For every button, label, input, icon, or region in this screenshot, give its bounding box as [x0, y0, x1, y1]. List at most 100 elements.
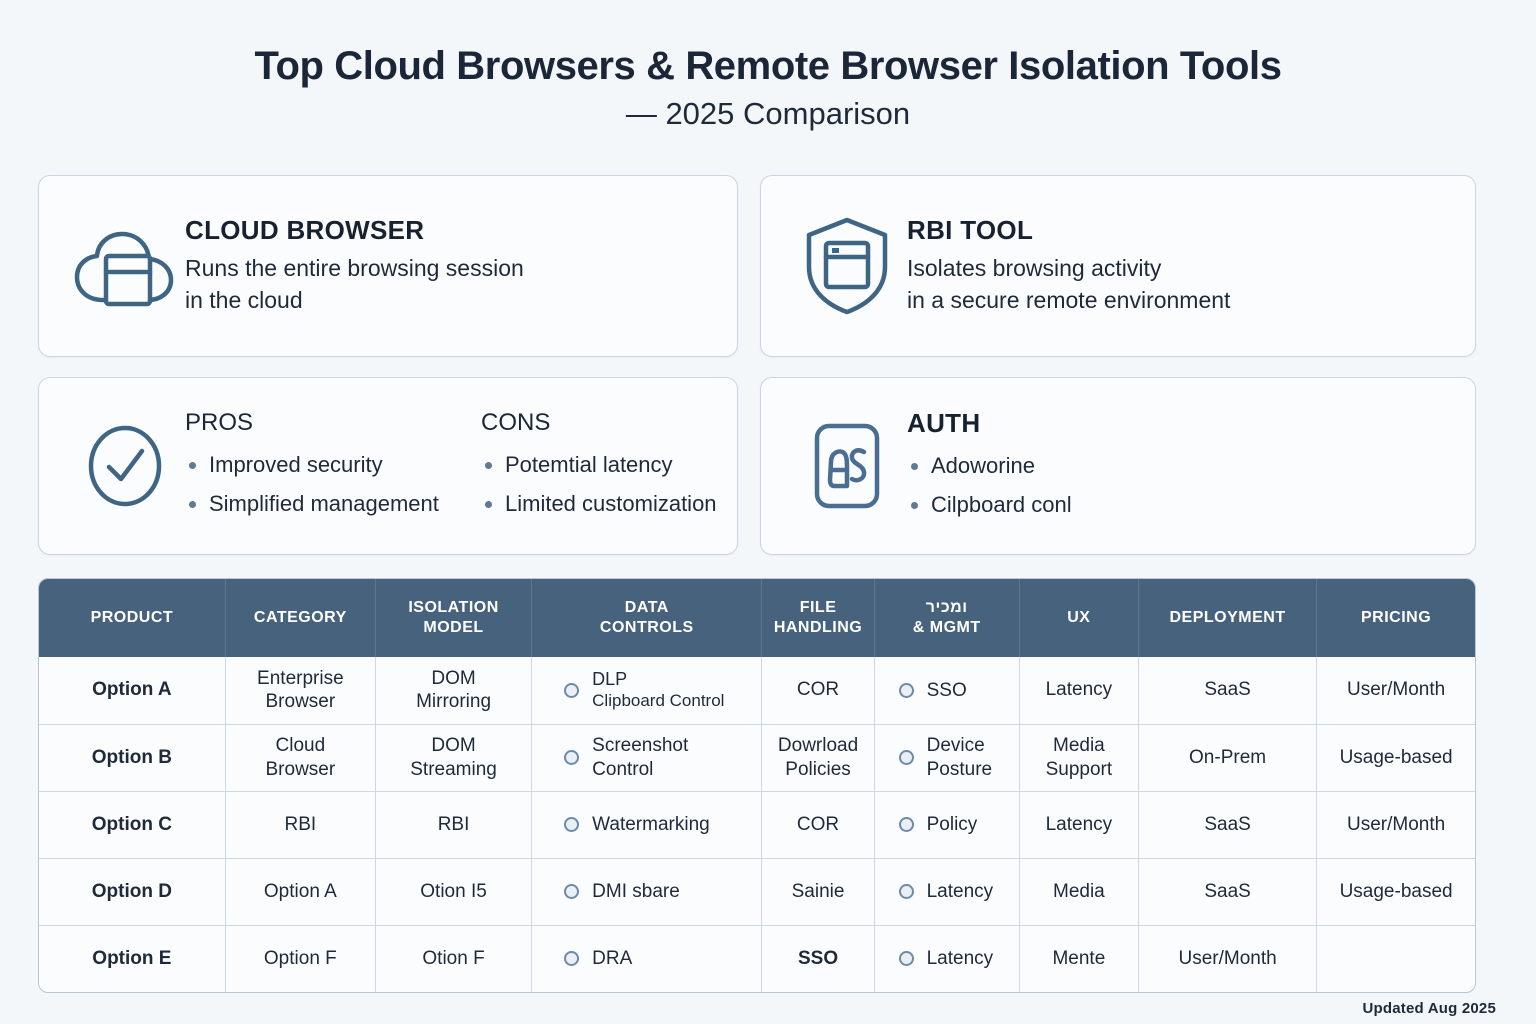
cell-line-1: Latency — [1045, 679, 1113, 701]
cons-list: Potemtial latency Limited customization — [481, 446, 761, 523]
cell-isolation-model: Otion F — [375, 924, 533, 992]
cell-line-1: DRA — [592, 948, 633, 970]
status-dot-icon — [898, 883, 914, 899]
shield-browser-icon — [787, 215, 907, 317]
column-header-mgmt[interactable]: ומכיר & MGMT — [874, 579, 1020, 657]
column-header-deployment[interactable]: DEPLOYMENT — [1138, 579, 1318, 657]
status-dot-icon — [564, 750, 580, 765]
column-header-pricing[interactable]: PRICING — [1316, 579, 1475, 657]
cell-data-controls: DMI sbare — [531, 857, 763, 925]
table-row[interactable]: Option A Enterprise Browser DOM Mirrorin… — [39, 657, 1475, 724]
table-row[interactable]: Option C RBI RBI Watermarking COR Policy — [39, 790, 1475, 858]
cell-deployment: SaaS — [1138, 790, 1318, 858]
cell-line-1: Policy — [926, 813, 978, 835]
cell-line-2: Control — [592, 758, 654, 780]
cell-line-1: DOM — [431, 667, 476, 689]
cell-data-controls: Screenshot Control — [531, 723, 763, 791]
cell-category: Cloud Browser — [225, 723, 376, 791]
card-description-line-2: in the cloud — [185, 287, 303, 313]
cell-deployment: SaaS — [1138, 657, 1318, 724]
card-heading: AUTH — [907, 407, 981, 438]
cell-line-2: Posture — [926, 758, 993, 780]
cell-ux: Latency — [1019, 790, 1139, 858]
list-item: Cilpboard conl — [907, 485, 1449, 524]
cell-product: Option C — [39, 790, 226, 858]
table-row[interactable]: Option B Cloud Browser DOM Streaming Scr… — [39, 723, 1475, 791]
cell-product: Option D — [39, 857, 226, 925]
cell-isolation-model: Otion I5 — [375, 857, 533, 925]
cell-ux: Media Support — [1019, 723, 1139, 791]
page-header: Top Cloud Browsers & Remote Browser Isol… — [0, 0, 1536, 131]
cell-pricing: Usage-based — [1316, 857, 1475, 925]
table-row[interactable]: Option E Option F Otion F DRA SSO Latenc… — [39, 924, 1475, 992]
cell-line-2: Clipboard Control — [592, 690, 725, 710]
list-item: Limited customization — [481, 485, 761, 524]
cell-deployment: SaaS — [1138, 857, 1318, 925]
cell-line-1: DLP — [592, 668, 628, 689]
status-dot-icon — [564, 883, 580, 899]
status-dot-icon — [564, 682, 580, 698]
cell-line-2: Support — [1045, 758, 1113, 780]
status-dot-icon — [564, 951, 580, 967]
cell-pricing: User/Month — [1316, 790, 1475, 858]
cell-line-1: DMI sbare — [592, 880, 680, 902]
header-line-1: CATEGORY — [253, 609, 347, 627]
column-header-category[interactable]: CATEGORY — [225, 579, 376, 657]
cell-file-handling: SSO — [761, 924, 875, 992]
auth-badge-icon — [787, 420, 907, 512]
cell-line-1: Dowrload — [777, 734, 859, 756]
cell-line-1: COR — [796, 679, 840, 701]
comparison-table-container: PRODUCT CATEGORY ISOLATION MODEL DATA CO… — [38, 578, 1476, 993]
status-dot-icon — [898, 682, 914, 698]
table-row[interactable]: Option D Option A Otion I5 DMI sbare Sai… — [39, 857, 1475, 925]
cell-category: Option A — [225, 857, 376, 925]
auth-list: Adoworine Cilpboard conl — [907, 446, 1449, 524]
cell-line-1: Latency — [926, 948, 994, 970]
header-line-2: CONTROLS — [599, 619, 694, 636]
summary-card-grid: CLOUD BROWSER Runs the entire browsing s… — [38, 175, 1476, 555]
column-header-data-controls[interactable]: DATA CONTROLS — [531, 579, 763, 657]
status-dot-icon — [898, 750, 914, 765]
cell-mgmt: Latency — [874, 857, 1020, 925]
cell-deployment: On-Prem — [1138, 723, 1318, 791]
card-heading: RBI TOOL — [907, 215, 1034, 246]
header-line-1: FILE — [799, 599, 837, 617]
list-item: Simplified management — [185, 485, 481, 524]
status-dot-icon — [898, 816, 914, 832]
card-description-line-1: Runs the entire browsing session — [185, 255, 524, 282]
cell-ux: Media — [1019, 857, 1139, 925]
cell-mgmt: Policy — [874, 790, 1020, 858]
cell-isolation-model: RBI — [375, 790, 533, 858]
cloud-browser-icon — [65, 220, 185, 312]
card-heading: CLOUD BROWSER — [185, 215, 425, 246]
column-header-isolation-model[interactable]: ISOLATION MODEL — [375, 579, 533, 657]
comparison-table: PRODUCT CATEGORY ISOLATION MODEL DATA CO… — [39, 579, 1475, 992]
header-line-1: UX — [1067, 609, 1091, 627]
cell-line-1: Enterprise — [257, 667, 344, 689]
cell-line-1: Watermarking — [592, 813, 710, 835]
card-rbi-tool: RBI TOOL Isolates browsing activity in a… — [760, 175, 1476, 357]
cell-category: Enterprise Browser — [225, 657, 376, 724]
cell-pricing: Usage-based — [1316, 723, 1475, 791]
list-item: Potemtial latency — [481, 446, 761, 485]
header-line-2: HANDLING — [773, 619, 863, 636]
pros-title: PROS — [185, 408, 254, 436]
cell-mgmt: Device Posture — [874, 723, 1020, 791]
cell-file-handling: COR — [761, 657, 875, 724]
pros-column: PROS Improved security Simplified manage… — [185, 409, 481, 523]
cell-mgmt: Latency — [874, 924, 1020, 992]
cell-file-handling: Sainie — [761, 857, 875, 925]
cell-pricing: User/Month — [1346, 679, 1446, 701]
column-header-product[interactable]: PRODUCT — [39, 579, 226, 657]
cell-data-controls: DLP Clipboard Control — [531, 657, 763, 724]
cell-line-1: DOM — [431, 734, 476, 756]
updated-timestamp: Updated Aug 2025 — [1362, 1000, 1496, 1017]
card-auth: AUTH Adoworine Cilpboard conl — [760, 377, 1476, 555]
cell-category: RBI — [225, 790, 376, 858]
column-header-ux[interactable]: UX — [1019, 579, 1139, 657]
header-line-1: DATA — [624, 599, 669, 617]
header-line-1: DEPLOYMENT — [1169, 609, 1286, 627]
card-description-line-2: in a secure remote environment — [907, 287, 1231, 313]
cell-product: Option A — [39, 657, 226, 724]
column-header-file-handling[interactable]: FILE HANDLING — [761, 579, 875, 657]
